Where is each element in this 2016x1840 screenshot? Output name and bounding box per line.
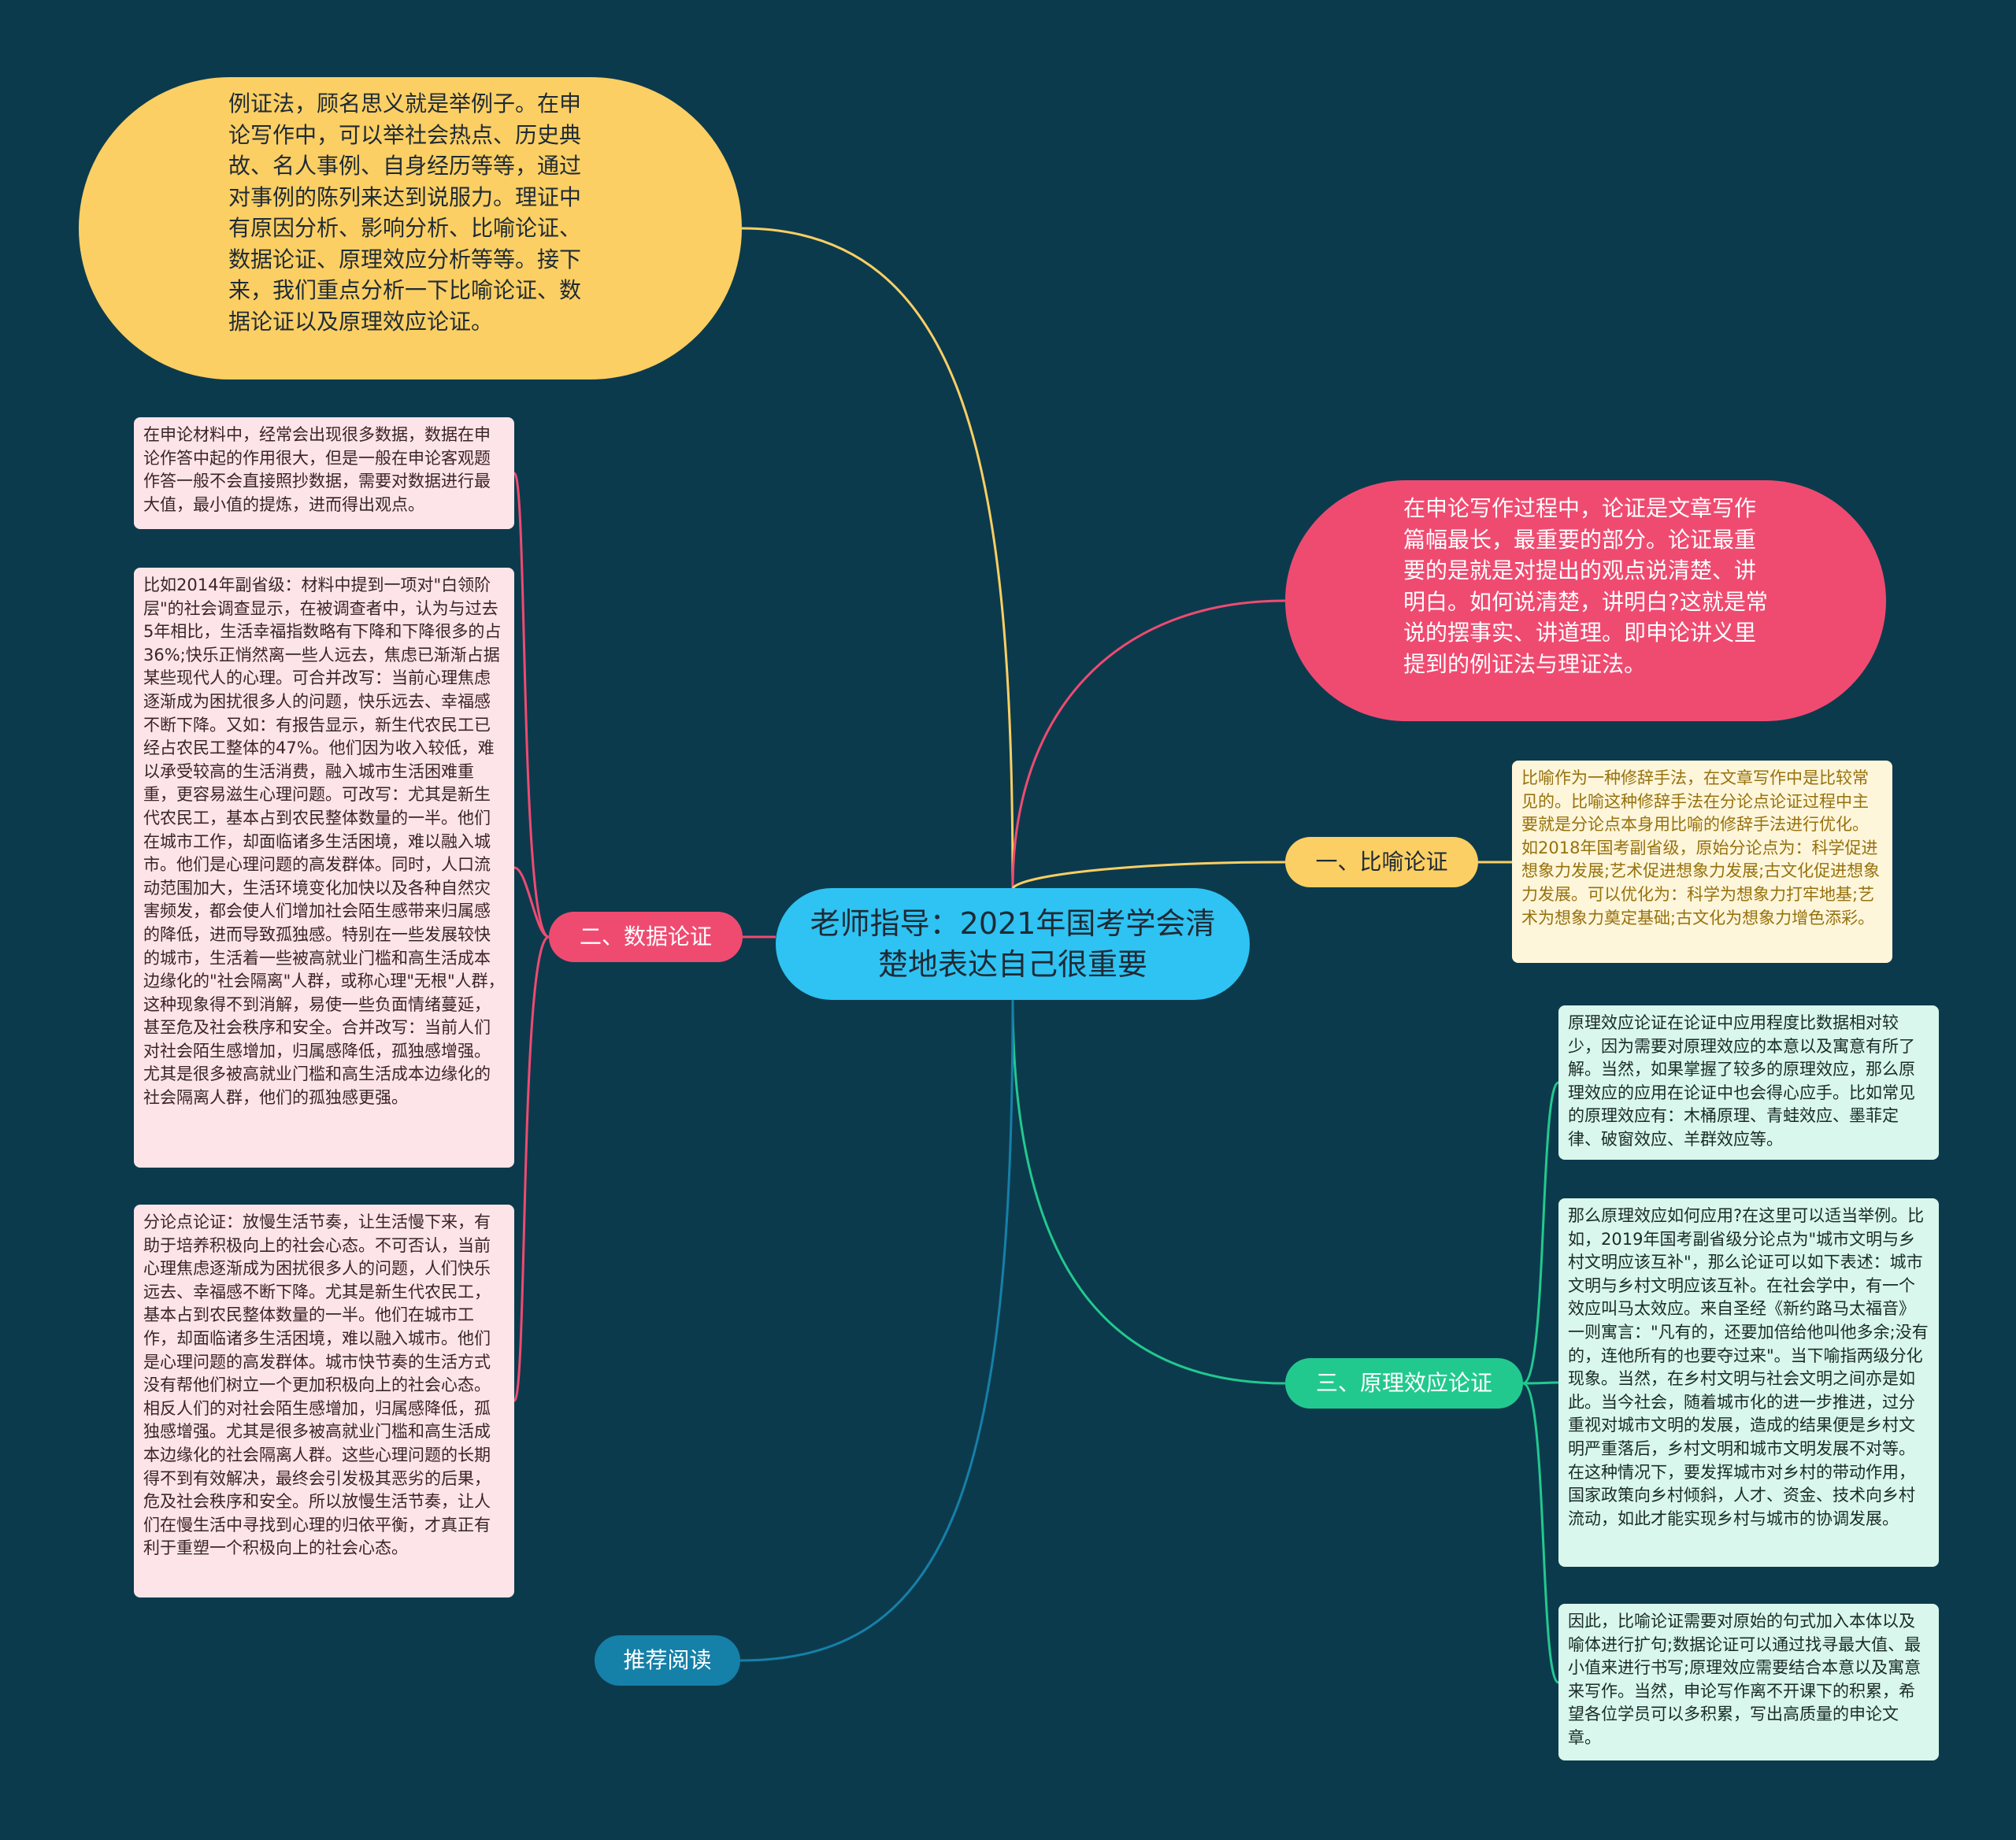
principle-leaf-1[interactable]: 原理效应论证在论证中应用程度比数据相对较少，因为需要对原理效应的本意以及寓意有所… xyxy=(1558,1005,1939,1160)
data-leaf-3[interactable]: 分论点论证：放慢生活节奏，让生活慢下来，有助于培养积极向上的社会心态。不可否认，… xyxy=(134,1205,514,1598)
link-principle-leaf-3 xyxy=(1522,1382,1560,1684)
link-metaphor xyxy=(1011,861,1286,890)
data-leaf-1[interactable]: 在申论材料中，经常会出现很多数据，数据在申论作答中起的作用很大，但是一般在申论客… xyxy=(134,417,514,529)
branch-principle[interactable]: 三、原理效应论证 xyxy=(1285,1358,1523,1409)
data-leaf-3-text: 分论点论证：放慢生活节奏，让生活慢下来，有助于培养积极向上的社会心态。不可否认，… xyxy=(143,1212,491,1558)
metaphor-leaf[interactable]: 比喻作为一种修辞手法，在文章写作中是比较常见的。比喻这种修辞手法在分论点论证过程… xyxy=(1512,761,1892,963)
center-topic-title: 老师指导：2021年国考学会清楚地表达自己很重要 xyxy=(810,906,1216,982)
link-recommend xyxy=(739,999,1014,1662)
link-intro-right xyxy=(1011,599,1286,889)
branch-metaphor[interactable]: 一、比喻论证 xyxy=(1285,837,1478,887)
intro-top-bubble[interactable]: 例证法，顾名思义就是举例子。在申论写作中，可以举社会热点、历史典故、名人事例、自… xyxy=(79,77,742,379)
branch-metaphor-label: 一、比喻论证 xyxy=(1315,849,1448,875)
link-intro-top xyxy=(741,227,1014,889)
principle-leaf-3-text: 因此，比喻论证需要对原始的句式加入本体以及喻体进行扩句;数据论证可以通过找寻最大… xyxy=(1568,1612,1922,1747)
principle-leaf-1-text: 原理效应论证在论证中应用程度比数据相对较少，因为需要对原理效应的本意以及寓意有所… xyxy=(1568,1013,1915,1149)
link-principle-leaf-1 xyxy=(1522,1081,1560,1385)
branch-recommend-label: 推荐阅读 xyxy=(623,1647,712,1673)
link-principle xyxy=(1011,999,1286,1385)
center-topic[interactable]: 老师指导：2021年国考学会清楚地表达自己很重要 xyxy=(776,888,1250,1000)
principle-leaf-2[interactable]: 那么原理效应如何应用?在这里可以适当举例。比如，2019年国考副省级分论点为"城… xyxy=(1558,1198,1939,1567)
branch-data-label: 二、数据论证 xyxy=(579,924,712,950)
data-leaf-2[interactable]: 比如2014年副省级：材料中提到一项对"白领阶层"的社会调查显示，在被调查者中，… xyxy=(134,568,514,1168)
link-data-leaf-1 xyxy=(513,472,550,939)
branch-principle-label: 三、原理效应论证 xyxy=(1315,1370,1492,1396)
intro-right-text: 在申论写作过程中，论证是文章写作篇幅最长，最重要的部分。论证最重要的是就是对提出… xyxy=(1403,495,1768,677)
principle-leaf-2-text: 那么原理效应如何应用?在这里可以适当举例。比如，2019年国考副省级分论点为"城… xyxy=(1568,1206,1929,1528)
link-data-leaf-2 xyxy=(513,866,550,939)
branch-data[interactable]: 二、数据论证 xyxy=(549,912,743,962)
link-data-leaf-3 xyxy=(513,935,550,1402)
data-leaf-1-text: 在申论材料中，经常会出现很多数据，数据在申论作答中起的作用很大，但是一般在申论客… xyxy=(143,425,491,514)
intro-right-bubble[interactable]: 在申论写作过程中，论证是文章写作篇幅最长，最重要的部分。论证最重要的是就是对提出… xyxy=(1285,480,1886,721)
branch-recommend[interactable]: 推荐阅读 xyxy=(595,1635,740,1686)
data-leaf-2-text: 比如2014年副省级：材料中提到一项对"白领阶层"的社会调查显示，在被调查者中，… xyxy=(143,576,505,1108)
principle-leaf-3[interactable]: 因此，比喻论证需要对原始的句式加入本体以及喻体进行扩句;数据论证可以通过找寻最大… xyxy=(1558,1604,1939,1760)
intro-top-text: 例证法，顾名思义就是举例子。在申论写作中，可以举社会热点、历史典故、名人事例、自… xyxy=(228,91,582,335)
metaphor-leaf-text: 比喻作为一种修辞手法，在文章写作中是比较常见的。比喻这种修辞手法在分论点论证过程… xyxy=(1521,768,1881,927)
